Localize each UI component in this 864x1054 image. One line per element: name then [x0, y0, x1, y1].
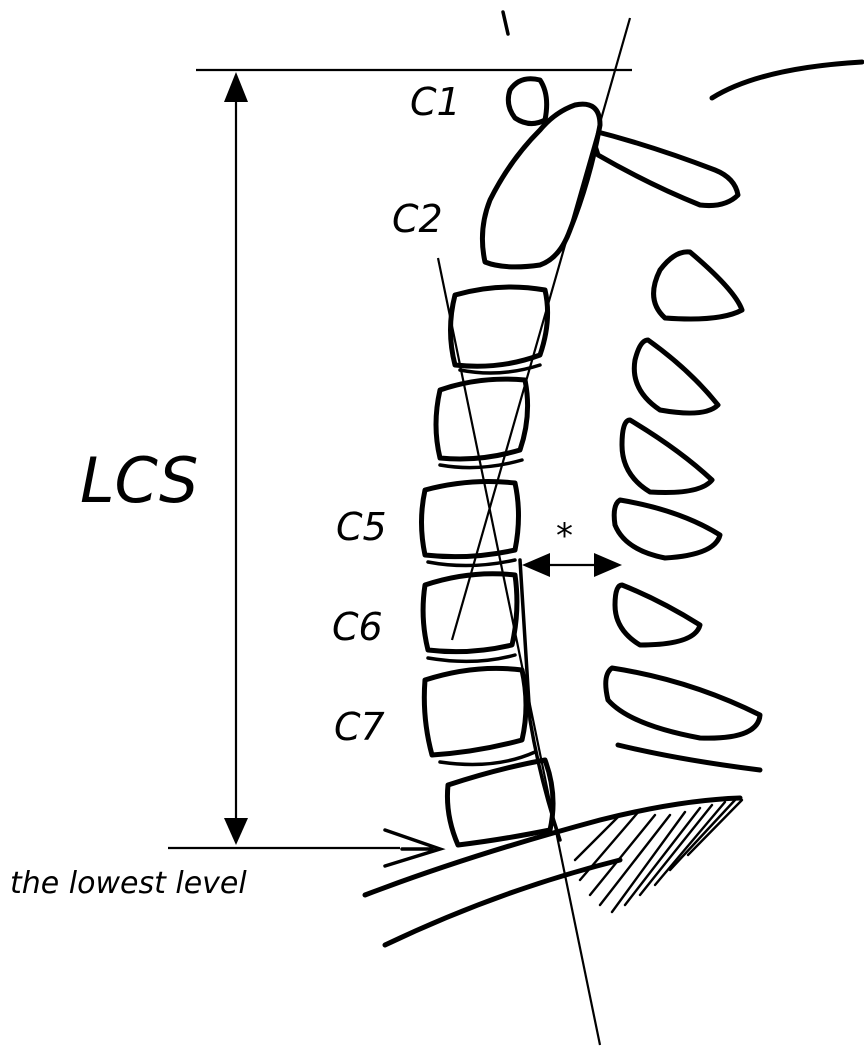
lcs-arrow-top	[224, 72, 248, 102]
c1-posterior-arch	[590, 130, 738, 206]
disc-c6-c7	[428, 655, 515, 661]
c7-body	[424, 668, 526, 755]
label-lowest-level: the lowest level	[10, 866, 247, 901]
label-c1: C1	[410, 80, 461, 124]
canal-width-arrow-right	[594, 553, 622, 577]
c5-body	[422, 482, 519, 557]
shoulder-hatching	[575, 800, 742, 912]
lcs-arrow-bottom	[224, 818, 248, 845]
skull-base-curve	[712, 62, 862, 98]
label-c5: C5	[336, 505, 387, 549]
label-c2: C2	[392, 197, 443, 241]
t1-spinous-outline	[618, 745, 760, 770]
c6-spinous-process	[615, 585, 700, 645]
c2-spinous-process	[654, 252, 742, 319]
label-c7: C7	[334, 705, 385, 749]
label-lcs: LCS	[80, 444, 198, 517]
top-tick-mark	[503, 12, 508, 34]
c1-anterior-arch	[508, 79, 546, 124]
c4-body	[436, 379, 528, 459]
label-c6: C6	[332, 605, 383, 649]
c7-spinous-process	[606, 668, 760, 738]
c5-spinous-process	[614, 500, 720, 558]
canal-width-arrow-left	[522, 553, 550, 577]
label-asterisk: *	[556, 516, 573, 556]
c6-body	[423, 574, 517, 652]
t1-body	[447, 760, 553, 845]
c3-spinous-process	[634, 340, 718, 413]
c4-spinous-process	[622, 420, 712, 493]
